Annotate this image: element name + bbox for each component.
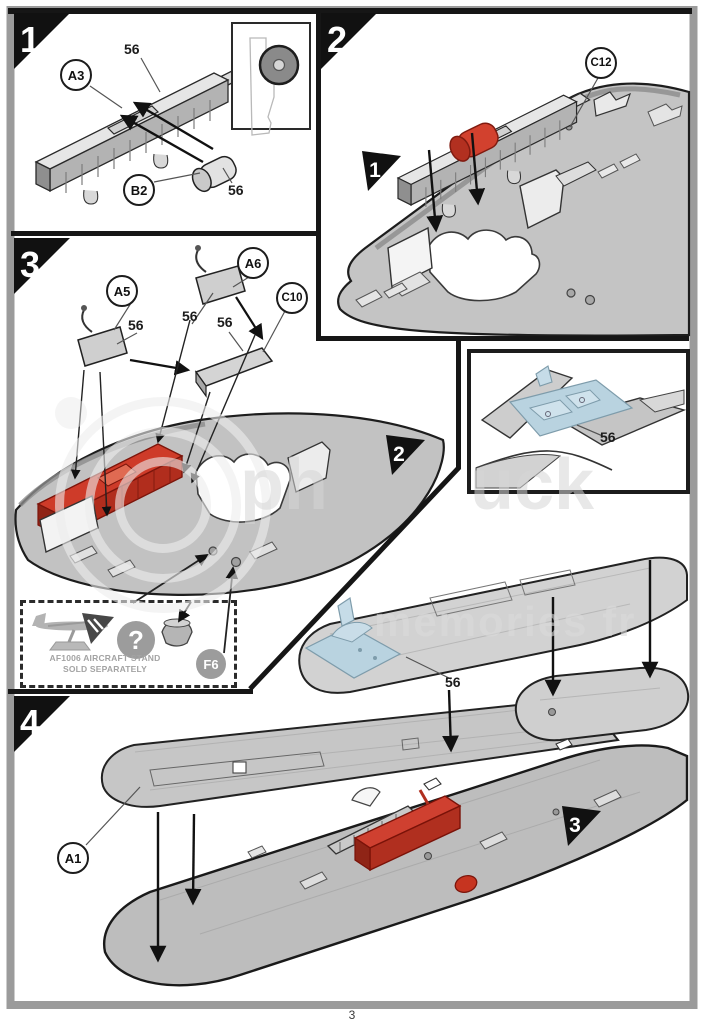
c10-part xyxy=(194,347,274,398)
red-cylinder-part xyxy=(449,122,499,162)
step1-illustration xyxy=(35,22,311,205)
panel-borders xyxy=(8,8,692,694)
step4-illustration xyxy=(85,424,690,987)
subassembly-tags: 1 2 3 xyxy=(362,151,601,846)
step3-number: 3 xyxy=(20,244,40,285)
b2-cylinder-part xyxy=(191,155,237,193)
warning-triangle-icon xyxy=(82,613,114,644)
step2-illustration xyxy=(336,77,691,337)
step1-number: 1 xyxy=(20,19,40,60)
subassembly-tag-2: 2 xyxy=(393,443,405,466)
wingtip-part xyxy=(514,666,690,742)
step-number-tags: 1 2 3 4 xyxy=(14,13,377,752)
subassembly-tag-3: 3 xyxy=(569,814,581,837)
subassembly-tag-1: 1 xyxy=(369,159,381,182)
step2-number: 2 xyxy=(327,19,347,60)
step4-number: 4 xyxy=(20,702,40,743)
upper-wing-part xyxy=(298,556,688,694)
a5-part xyxy=(77,305,128,367)
lower-wing-assembly xyxy=(102,738,689,987)
stand-note-graphics xyxy=(32,601,193,651)
a6-part xyxy=(195,245,246,305)
red-frame-part xyxy=(353,789,462,872)
f6-part xyxy=(161,601,193,647)
paint-detail-inset xyxy=(467,349,690,494)
step1-detail-inset xyxy=(231,22,311,136)
aircraft-stand-icon xyxy=(32,613,108,651)
